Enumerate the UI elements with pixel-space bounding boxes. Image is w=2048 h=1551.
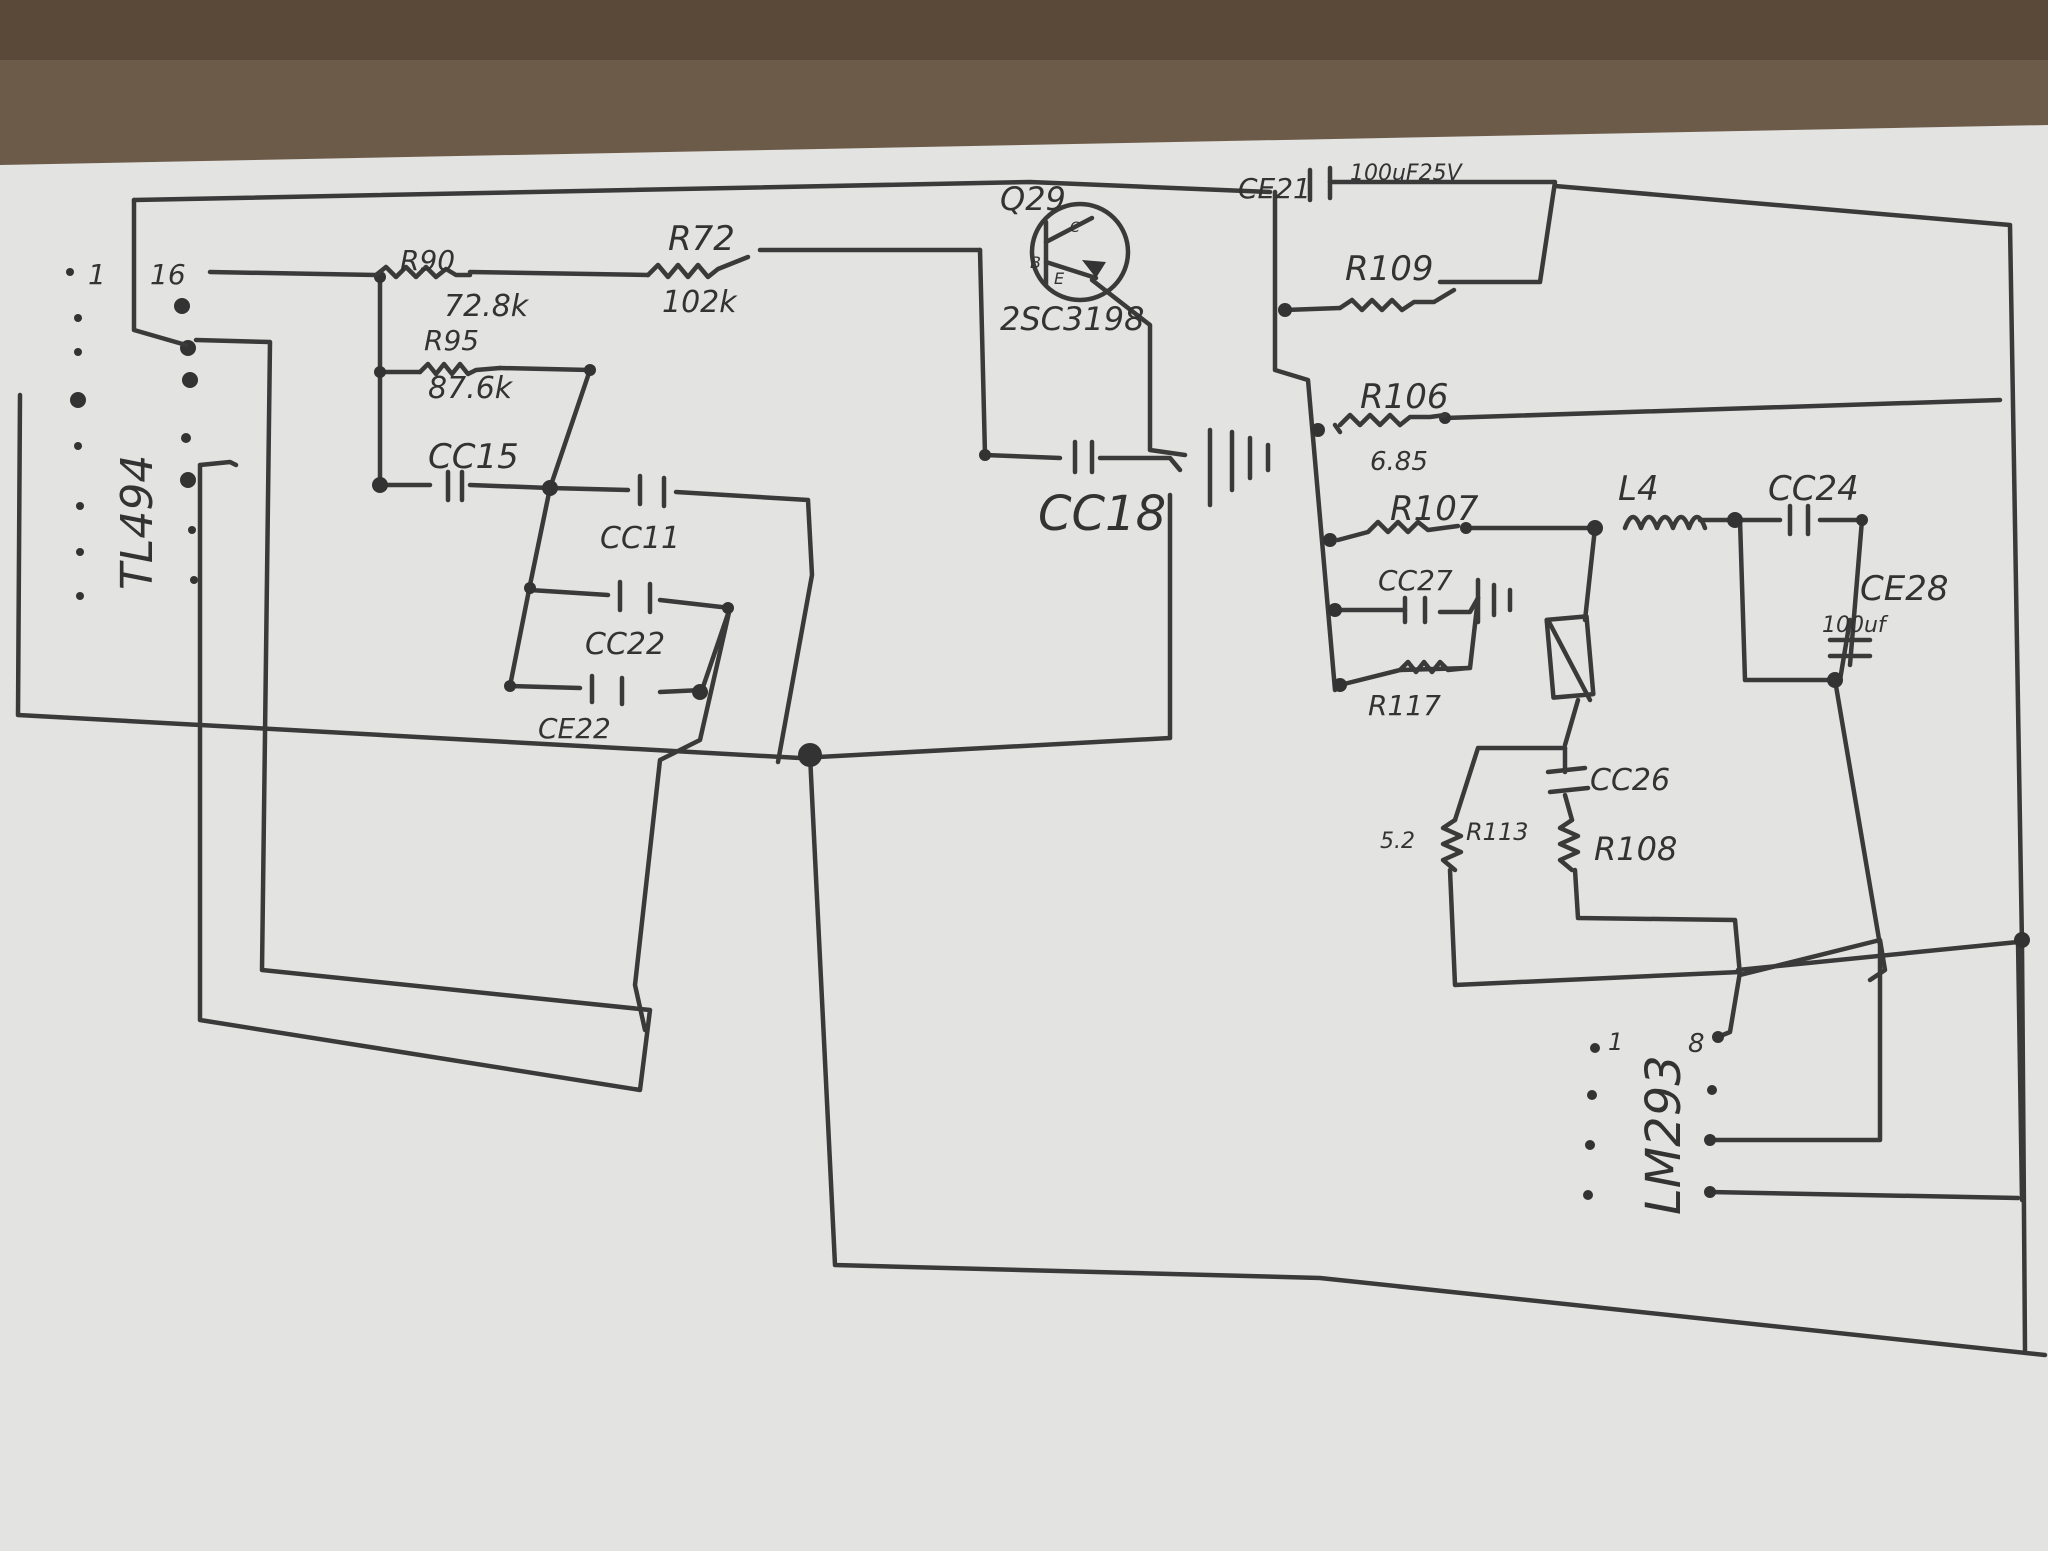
cc11-label: CC11 [600,521,680,556]
l4-symbol [1622,514,1708,531]
lm293-chip: LM293 1 8 [1583,1028,1717,1215]
q29-part-label: 2SC3198 [1000,300,1144,338]
ce28-symbol [1827,637,1873,659]
r90-value: 72.8k [444,289,530,324]
cc18-label: CC18 [1038,486,1166,542]
cc26-label: CC26 [1590,763,1670,798]
ce28-label: CE28 [1860,569,1949,609]
ce22-label: CE22 [538,712,611,745]
cc15-label: CC15 [428,437,519,477]
q29-label: Q29 [1000,180,1066,218]
r72-label: R72 [668,219,735,259]
r106-value: 6.85 [1370,447,1428,477]
ce28-value: 100uf [1822,613,1889,638]
r107-label: R107 [1390,489,1479,529]
l4-label: L4 [1618,469,1659,509]
q29-c-label: C [1070,220,1080,236]
cc24-label: CC24 [1768,469,1859,509]
r109-symbol [1337,287,1457,313]
junctions [372,271,2030,1198]
r95-symbol [417,361,503,377]
cc18-ground-symbol [1207,427,1271,508]
cc24-symbol [1787,503,1811,537]
ce21-value: 100uF25V [1350,161,1464,186]
r72-value: 102k [662,285,738,320]
cc22-label: CC22 [585,627,665,662]
r106-label: R106 [1360,377,1449,417]
cc11-symbol [637,473,667,509]
r72-symbol [645,254,751,280]
wires [15,179,2048,1358]
r106-symbol [1337,412,1448,428]
wood-desk-grain [0,0,2048,60]
r107-symbol [1335,519,1461,543]
r108-label: R108 [1594,830,1677,868]
q29-b-label: B [1030,253,1041,272]
cc15-symbol [445,469,465,503]
r113-value: 5.2 [1380,829,1415,854]
r95-label: R95 [424,324,479,357]
cc22-symbol [617,579,653,615]
tl494-chip: TL494 1 16 [66,258,198,600]
ce21-label: CE21 [1238,172,1311,205]
r113-symbol [1440,817,1464,873]
cc18-symbol [1072,439,1095,475]
tl494-label: TL494 [112,455,163,590]
r95-value: 87.6k [428,371,514,406]
cc27-ground-symbol [1475,577,1513,625]
capacitors [445,165,1873,795]
tl494-pin16-label: 16 [150,258,186,291]
r108-symbol [1557,817,1581,873]
r117-symbol [1397,659,1471,675]
ce21-symbol [1307,165,1333,203]
variable-element-symbol [1544,614,1596,703]
r109-label: R109 [1345,249,1434,289]
lm293-pin8-label: 8 [1688,1029,1705,1059]
cc26-symbol [1545,765,1591,795]
ce22-symbol [589,673,625,707]
cc27-symbol [1402,595,1428,625]
lm293-label: LM293 [1636,1055,1692,1215]
paper-sheet [0,125,2048,1551]
tl494-pin1-label: 1 [88,258,106,291]
q29-transistor: B E C [1029,201,1131,303]
r90-label: R90 [400,244,455,277]
q29-e-label: E [1054,269,1065,288]
resistors [373,254,1581,873]
r90-symbol [373,264,473,280]
r113-label: R113 [1466,818,1528,846]
r117-label: R117 [1368,689,1441,722]
lm293-pin1-label: 1 [1608,1028,1623,1056]
cc27-label: CC27 [1378,564,1453,597]
component-labels: R90 72.8k R72 102k R95 87.6k CC15 CC11 C… [400,161,1949,868]
